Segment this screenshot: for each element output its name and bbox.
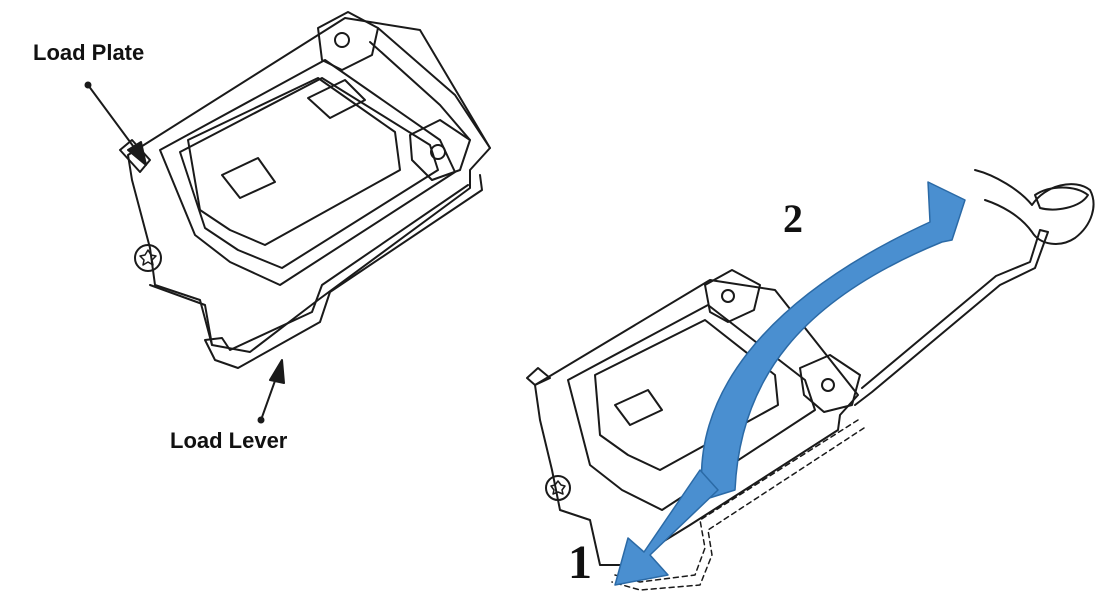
left-cover-tab-bottom — [221, 157, 276, 199]
left-lever-lower-edge — [149, 284, 213, 346]
right-hinge-top-hole — [721, 289, 735, 303]
left-hinge-top — [317, 11, 379, 71]
right-hinge-right-hole — [821, 378, 835, 392]
left-right-rail — [377, 27, 491, 149]
load-lever-label: Load Lever — [170, 428, 288, 453]
left-load-lever — [204, 174, 483, 369]
left-plate-tongue — [119, 139, 151, 173]
right-socket — [526, 169, 1095, 591]
step-1-label: 1 — [568, 536, 592, 589]
finger — [974, 169, 1095, 245]
left-cover-tab-top — [307, 79, 366, 119]
step-2-label: 2 — [783, 196, 803, 241]
left-hinge-top-hole — [334, 32, 350, 48]
right-lever-old-position — [611, 419, 865, 591]
right-screw-star — [550, 480, 566, 495]
right-cover-tab — [614, 389, 663, 426]
step-2-arrow — [700, 181, 966, 501]
right-load-lever-raised — [854, 229, 1049, 406]
fingernail — [1034, 186, 1089, 211]
right-plate-tongue — [526, 367, 551, 386]
left-plate-window — [159, 59, 456, 286]
left-screw-star — [139, 249, 157, 266]
left-right-rail-inner — [369, 41, 471, 141]
step-1-arrow — [614, 469, 719, 586]
load-plate-label: Load Plate — [33, 40, 145, 65]
left-hinge-right — [409, 119, 471, 181]
right-screw — [545, 475, 571, 501]
left-socket-cover — [187, 77, 401, 246]
right-hinge-right — [799, 354, 861, 413]
left-hinge-right-hole — [430, 144, 446, 160]
load-lever-pointer — [257, 359, 285, 424]
left-screw — [134, 244, 162, 272]
right-hinge-top — [704, 269, 761, 323]
left-socket — [119, 11, 491, 369]
left-plate-recess — [179, 77, 439, 269]
load-plate-pointer — [84, 81, 147, 166]
